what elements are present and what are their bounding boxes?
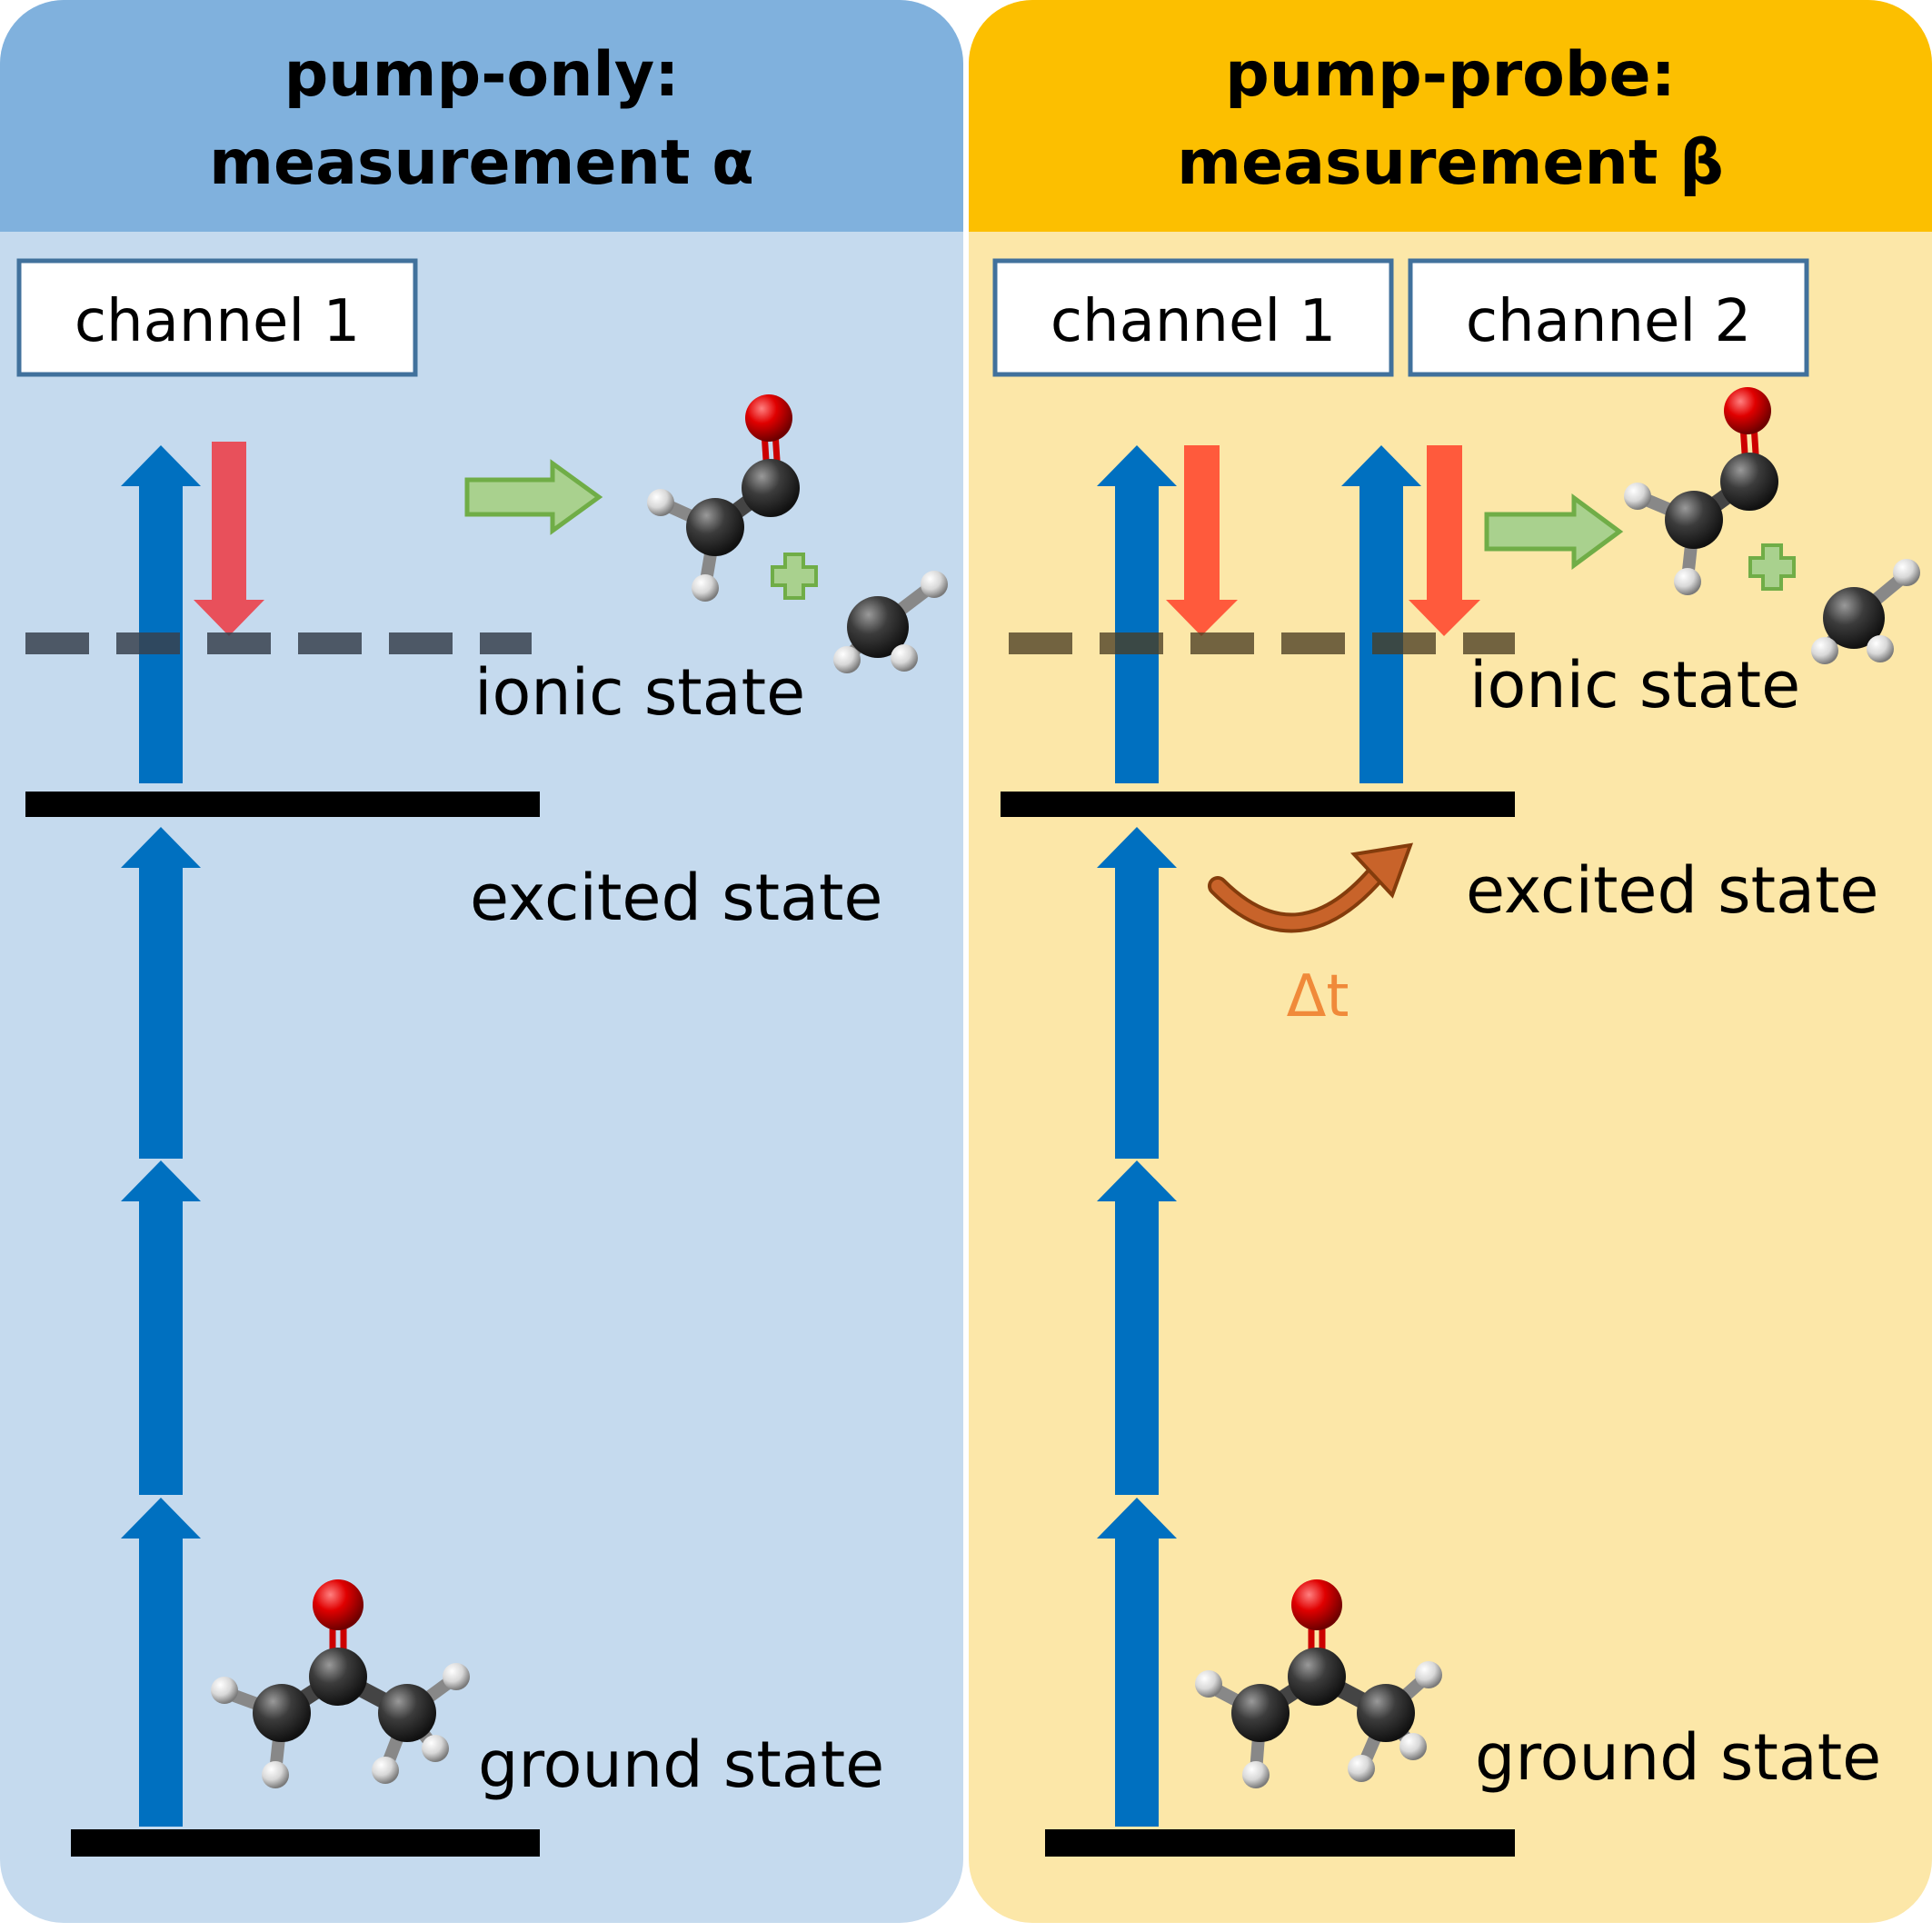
left-pump-arrow-3 bbox=[121, 827, 201, 1159]
left-acetyl-molecule-icon bbox=[647, 394, 800, 602]
right-channel2-box: channel 2 bbox=[1408, 258, 1809, 377]
right-title-line2: measurement β bbox=[1177, 127, 1724, 199]
left-excited-state-label: excited state bbox=[470, 861, 883, 935]
right-reaction-arrow bbox=[1484, 493, 1624, 570]
left-probe-arrow bbox=[194, 442, 264, 636]
left-channel1-box: channel 1 bbox=[16, 258, 418, 377]
delay-label: Δt bbox=[1287, 963, 1349, 1031]
left-ionic-state-label: ionic state bbox=[474, 655, 805, 730]
right-panel: pump-probe: measurement β channel 1 chan… bbox=[969, 0, 1932, 1923]
right-pump-arrow-5 bbox=[1341, 445, 1421, 783]
delay-curved-arrow-icon bbox=[1208, 842, 1414, 933]
right-channel1-box: channel 1 bbox=[992, 258, 1394, 377]
left-panel-header bbox=[0, 0, 963, 232]
right-probe-arrow-2 bbox=[1409, 445, 1480, 636]
right-pump-arrow-1 bbox=[1097, 1498, 1177, 1827]
right-methyl-molecule-icon bbox=[1811, 559, 1920, 664]
right-probe-arrow-1 bbox=[1166, 445, 1238, 636]
right-excited-state-label: excited state bbox=[1466, 853, 1879, 928]
right-ground-level bbox=[1045, 1829, 1515, 1857]
right-channel2-label: channel 2 bbox=[1466, 288, 1751, 355]
right-acetyl-molecule-icon bbox=[1624, 387, 1778, 595]
right-ground-state-label: ground state bbox=[1475, 1720, 1881, 1795]
left-acetone-molecule-icon bbox=[211, 1579, 470, 1788]
left-title-line1: pump-only: bbox=[284, 39, 680, 111]
left-reaction-arrow bbox=[464, 459, 603, 535]
right-channel1-label: channel 1 bbox=[1051, 288, 1336, 355]
right-panel-header bbox=[969, 0, 1932, 232]
left-methyl-molecule-icon bbox=[833, 571, 948, 673]
left-pump-arrow-4 bbox=[121, 445, 201, 783]
left-pump-arrow-2 bbox=[121, 1160, 201, 1495]
right-title-line1: pump-probe: bbox=[1225, 39, 1676, 111]
right-ionic-state-label: ionic state bbox=[1469, 648, 1800, 722]
right-pump-arrow-2 bbox=[1097, 1160, 1177, 1495]
left-ground-state-label: ground state bbox=[478, 1728, 884, 1802]
left-panel: pump-only: measurement α channel 1 bbox=[0, 0, 963, 1923]
left-excited-level bbox=[25, 792, 540, 817]
left-pump-arrow-1 bbox=[121, 1498, 201, 1827]
left-title-line2: measurement α bbox=[209, 127, 754, 199]
right-acetone-molecule-icon bbox=[1195, 1579, 1442, 1788]
left-channel1-label: channel 1 bbox=[75, 288, 360, 355]
left-ground-level bbox=[71, 1829, 540, 1857]
right-excited-level bbox=[1001, 792, 1515, 817]
right-plus-icon bbox=[1748, 543, 1796, 591]
left-plus-icon bbox=[771, 553, 818, 600]
right-pump-arrow-4 bbox=[1097, 445, 1177, 783]
right-pump-arrow-3 bbox=[1097, 827, 1177, 1159]
